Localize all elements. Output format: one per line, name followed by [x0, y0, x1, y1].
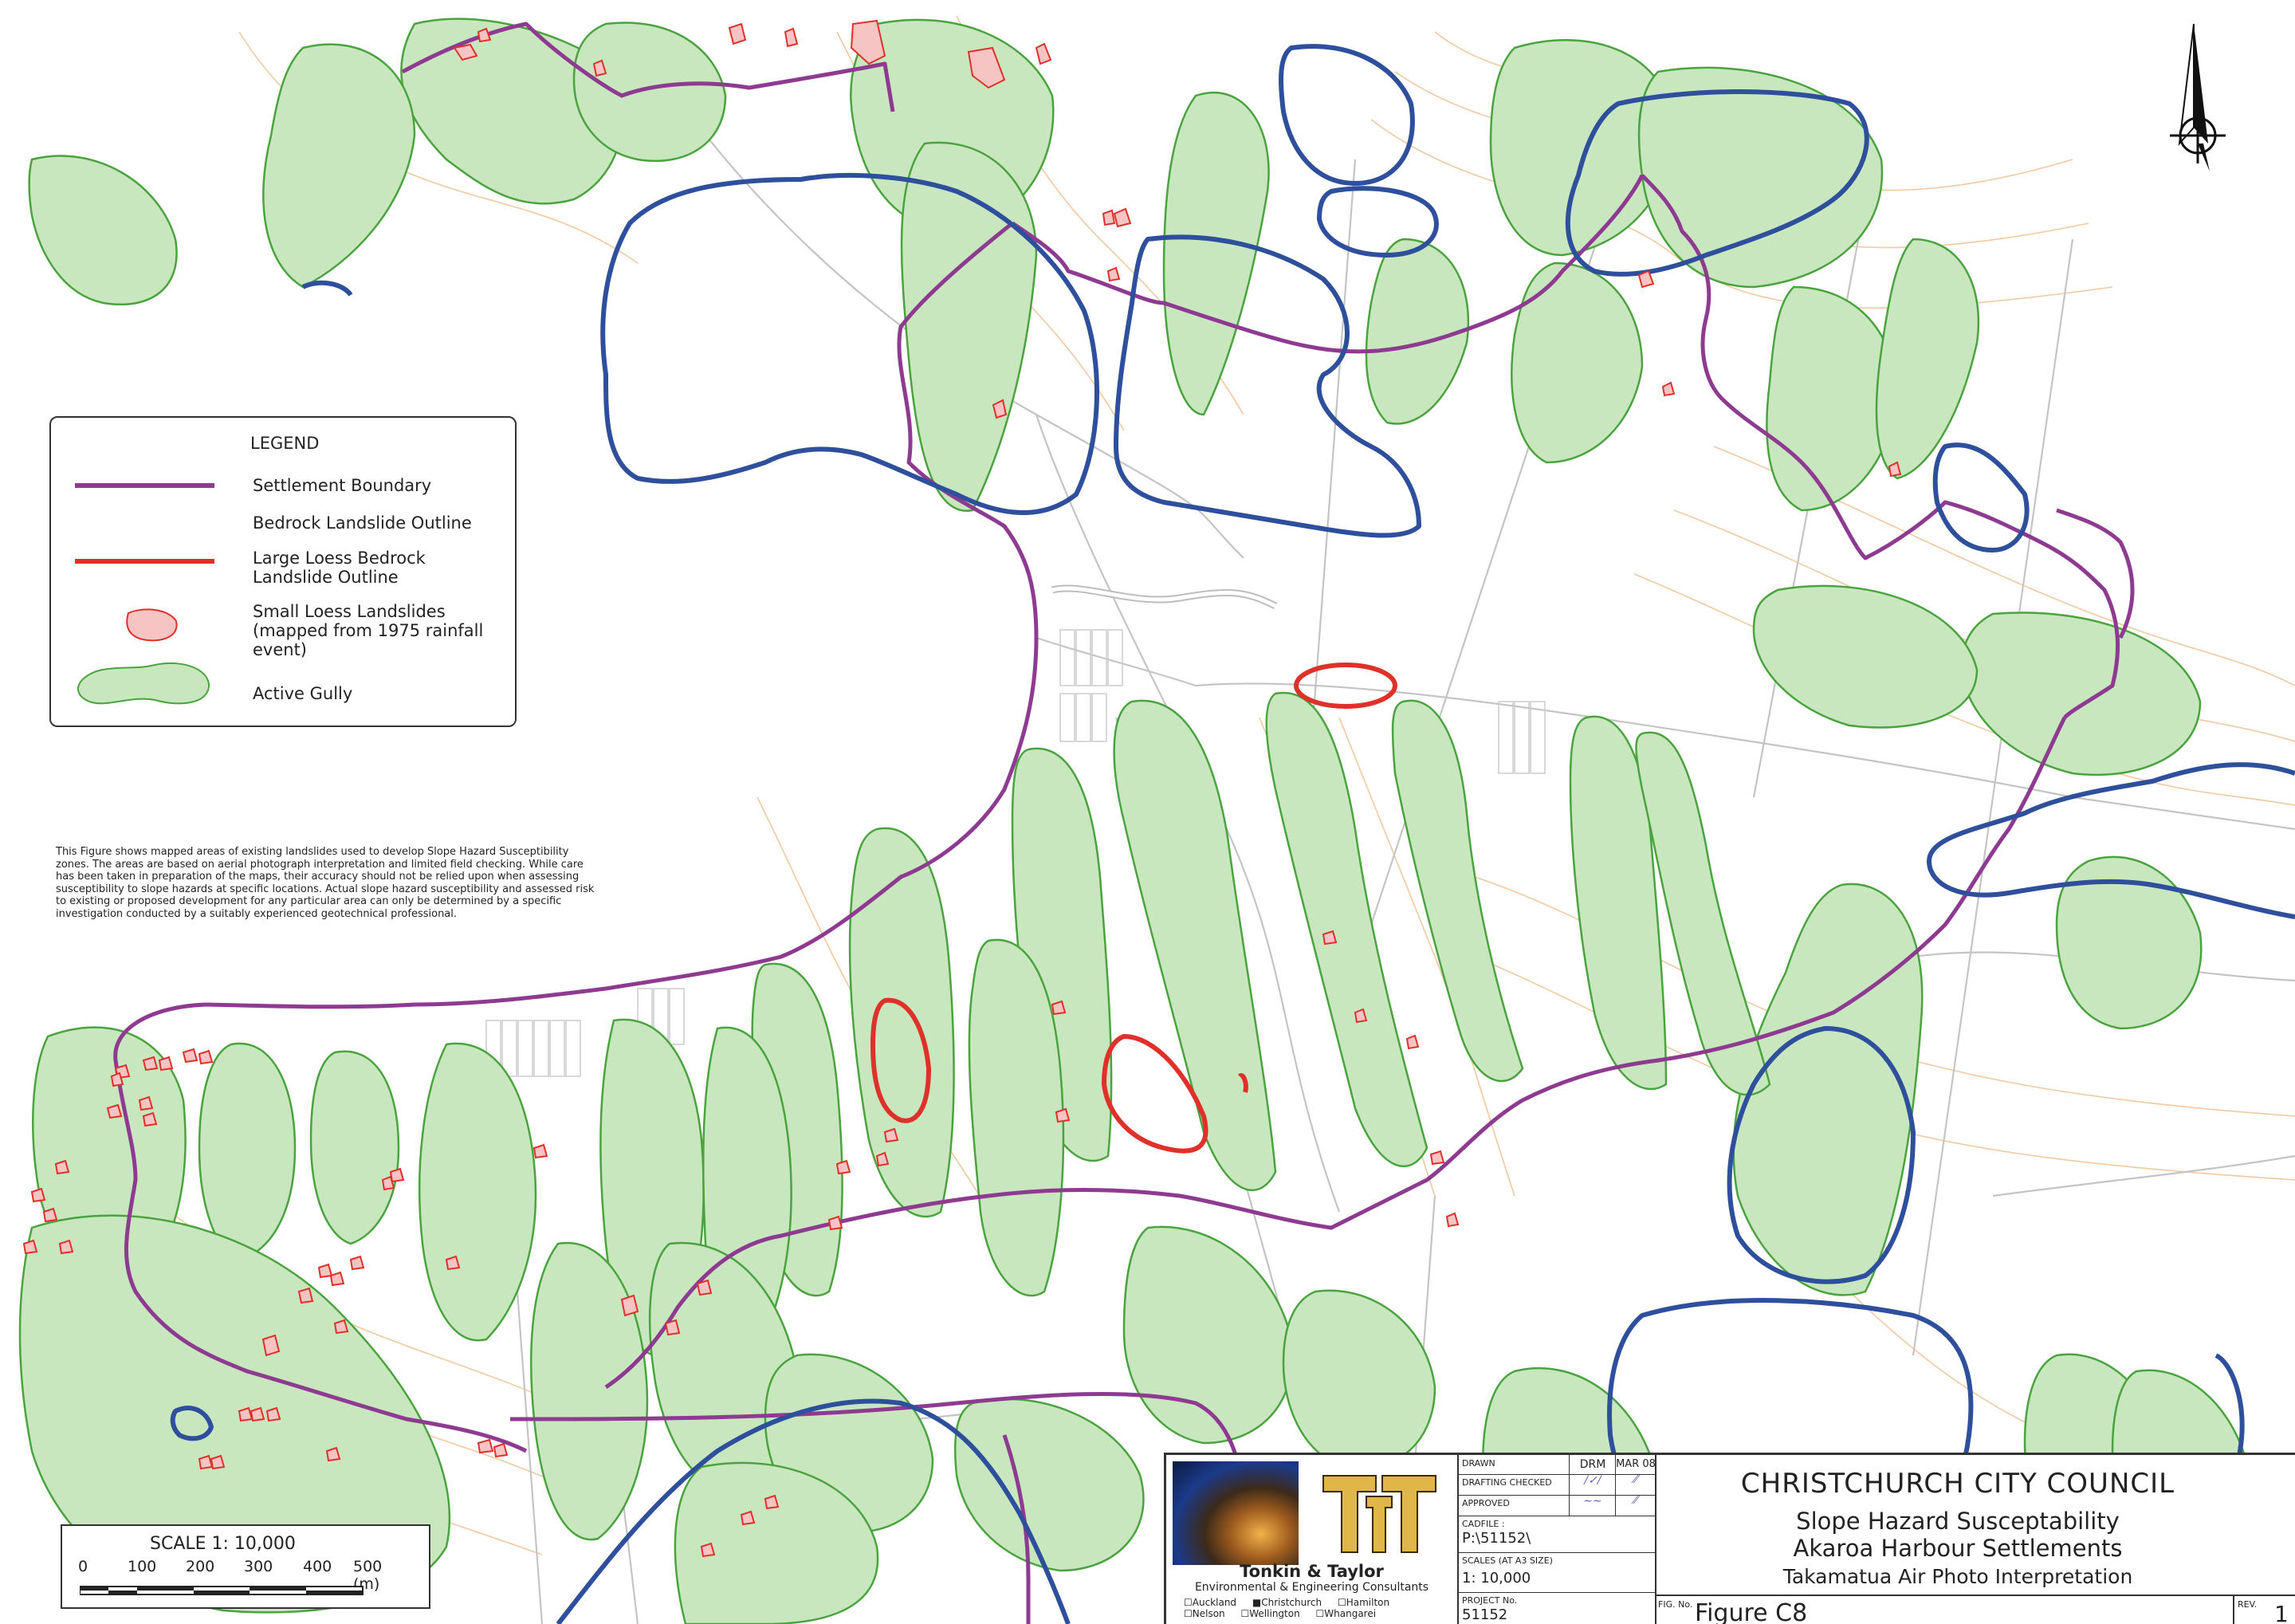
company-block: Tonkin & Taylor Environmental & Engineer… — [1166, 1455, 1459, 1624]
scale-bar: SCALE 1: 10,000 0 100 200 300 400 500 (m… — [61, 1524, 430, 1609]
small-loess-landslides — [22, 19, 1902, 1558]
approved-signature-date: ⁄⁄ — [1615, 1495, 1656, 1516]
legend-label-bedrock-landslide: Bedrock Landslide Outline — [253, 513, 472, 533]
scale-tick: 0 — [78, 1558, 88, 1575]
approved-row: APPROVED ∼∼ ⁄⁄ — [1457, 1495, 1655, 1516]
scale-graphic — [80, 1586, 364, 1595]
office-item: ☐Nelson — [1184, 1608, 1225, 1619]
office-item: ☐Auckland — [1184, 1597, 1237, 1608]
drawn-date: MAR 08 — [1615, 1455, 1656, 1474]
legend-label-small-loess: Small Loess Landslides (mapped from 1975… — [253, 602, 484, 659]
company-subtitle: Environmental & Engineering Consultants — [1194, 1581, 1429, 1594]
revision-cell: REV. 1 — [2233, 1596, 2295, 1624]
office-item: ☐Wellington — [1240, 1608, 1300, 1619]
legend-title: LEGEND — [250, 434, 320, 453]
drafting-signature-date: ⁄⁄ — [1615, 1474, 1656, 1495]
project-number: 51152 — [1462, 1606, 1508, 1623]
company-name: Tonkin & Taylor — [1240, 1562, 1384, 1581]
large-loess-landslides — [870, 663, 1397, 1154]
property-plots — [485, 629, 1546, 1077]
drawn-initials: DRM — [1569, 1455, 1616, 1474]
cadfile-value: P:\51152\ — [1462, 1530, 1531, 1547]
settlement-boundary-swatch — [75, 483, 214, 488]
earth-photo-logo — [1173, 1461, 1299, 1565]
legend-label-settlement-boundary: Settlement Boundary — [253, 476, 432, 495]
office-item: ■Christchurch — [1252, 1597, 1322, 1608]
large-loess-swatch — [75, 559, 214, 564]
scale-ticks: 0 100 200 300 400 500 (m) — [78, 1558, 413, 1593]
scale-tick: 300 — [244, 1558, 273, 1575]
legend-label-large-loess: Large Loess Bedrock Landslide Outline — [253, 549, 426, 587]
title-line-1: Slope Hazard Susceptability — [1796, 1508, 2120, 1535]
scales-value: 1: 10,000 — [1462, 1570, 1531, 1587]
figure-number: Figure C8 — [1695, 1599, 1808, 1624]
tt-logo-icon — [1322, 1475, 1436, 1553]
disclaimer-text: This Figure shows mapped areas of existi… — [56, 846, 595, 920]
scale-tick: 400 — [303, 1558, 332, 1575]
cadfile-row: CADFILE : P:\51152\ — [1457, 1516, 1655, 1553]
approved-signature: ∼∼ — [1569, 1495, 1616, 1516]
scale-title: SCALE 1: 10,000 — [150, 1534, 296, 1554]
active-gully-swatch — [77, 662, 210, 705]
project-row: PROJECT No. 51152 — [1462, 1595, 1518, 1623]
office-list: ☐Auckland ■Christchurch ☐Hamilton ☐Nelso… — [1184, 1597, 1455, 1619]
scales-row: SCALES (AT A3 SIZE) 1: 10,000 — [1457, 1552, 1655, 1593]
client-name: CHRISTCHURCH CITY COUNCIL — [1740, 1468, 2175, 1500]
office-item: ☐Hamilton — [1337, 1597, 1390, 1608]
figure-number-row: FIG. No. Figure C8 REV. 1 — [1655, 1595, 2295, 1624]
drawn-row: DRAWN DRM MAR 08 — [1457, 1455, 1656, 1475]
title-block: Tonkin & Taylor Environmental & Engineer… — [1164, 1453, 2295, 1624]
legend-label-active-gully: Active Gully — [253, 684, 353, 703]
active-gullies — [18, 18, 2250, 1624]
drawing-info: DRAWN DRM MAR 08 DRAFTING CHECKED /✓/ ⁄⁄… — [1457, 1455, 1656, 1624]
drafting-signature: /✓/ — [1569, 1474, 1616, 1495]
title-line-2: Akaroa Harbour Settlements — [1793, 1535, 2123, 1562]
north-arrow-icon — [2170, 24, 2226, 171]
title-line-3: Takamatua Air Photo Interpretation — [1782, 1565, 2133, 1588]
drafting-checked-row: DRAFTING CHECKED /✓/ ⁄⁄ — [1457, 1474, 1655, 1496]
office-item: ☐Whangarei — [1315, 1608, 1377, 1619]
legend: LEGEND Settlement Boundary Bedrock Lands… — [49, 416, 517, 727]
drawing-title: CHRISTCHURCH CITY COUNCIL Slope Hazard S… — [1655, 1455, 2295, 1624]
scale-tick: 200 — [186, 1558, 215, 1575]
revision-number: 1 — [2274, 1601, 2289, 1624]
scale-tick: 100 — [128, 1558, 157, 1575]
small-loess-swatch — [126, 608, 178, 642]
